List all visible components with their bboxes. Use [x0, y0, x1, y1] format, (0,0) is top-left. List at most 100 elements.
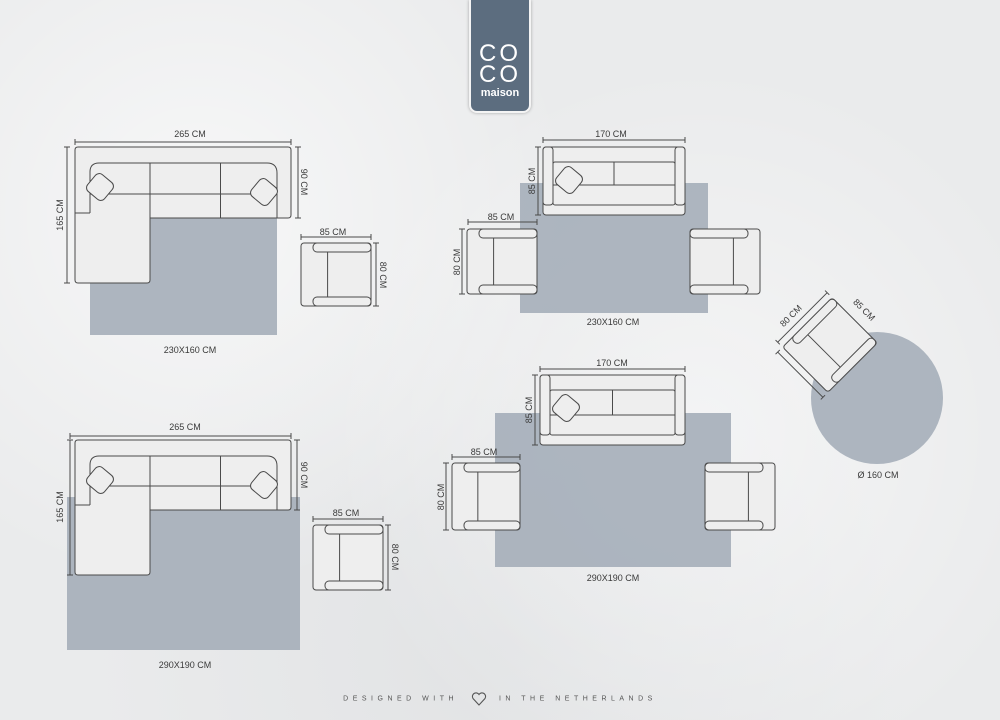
dimension-line [443, 462, 449, 531]
chair-arm [463, 462, 521, 473]
dim-label: 85 CM [527, 168, 537, 195]
dim-label: 90 CM [299, 462, 309, 489]
chair-arm [312, 242, 372, 253]
dimension-line [295, 146, 301, 219]
dim-label: 80 CM [390, 544, 400, 571]
dim-label: 90 CM [299, 169, 309, 196]
armchair [466, 228, 538, 295]
chair-arm [831, 337, 877, 383]
pillow [86, 466, 114, 494]
pillow [552, 394, 580, 422]
coco-maison-logo: CO CO maison [469, 0, 531, 113]
chair-arm [689, 284, 749, 295]
dim-label: 85 CM [524, 397, 534, 424]
sofa-back [89, 162, 278, 218]
dimension-line [294, 439, 300, 511]
chair-arm [324, 524, 384, 535]
chair-arm [324, 580, 384, 591]
dim-label: 85 CM [320, 227, 347, 237]
chair-arm [704, 462, 764, 473]
dimension-line [542, 137, 686, 143]
chair-frame [312, 524, 384, 591]
dimension-line [373, 242, 379, 307]
footer-text: IN THE NETHERLANDS [498, 695, 657, 703]
chair-arm [463, 520, 521, 531]
rugs [67, 183, 943, 650]
dimension-line [451, 454, 521, 460]
armchair [451, 462, 521, 531]
rug-size-label: 230X160 CM [587, 317, 640, 327]
chair-arm [792, 298, 838, 344]
dim-label: 80 CM [452, 249, 462, 276]
dimension-line [74, 139, 292, 145]
dimension-line [69, 433, 292, 439]
dim-label: 80 CM [778, 303, 804, 329]
heart-icon [471, 692, 486, 706]
dim-label: 80 CM [436, 484, 446, 511]
sofa [539, 374, 686, 446]
dim-label: 170 CM [595, 129, 627, 139]
logo-brand: maison [480, 87, 520, 99]
sofa-frame [74, 439, 292, 576]
dimension-line [532, 374, 538, 446]
sofa [542, 146, 686, 216]
dim-label: 85 CM [333, 508, 360, 518]
pillow [555, 166, 583, 194]
line [777, 351, 824, 398]
dim-label: 85 CM [471, 447, 498, 457]
line [775, 349, 781, 355]
line [820, 394, 826, 400]
pillow [250, 471, 278, 499]
chair-arm [478, 228, 538, 239]
dim-label: 265 CM [174, 129, 206, 139]
chair-frame [466, 228, 538, 295]
rug-size-label: 230X160 CM [164, 345, 217, 355]
rug-size-label: 290X190 CM [587, 573, 640, 583]
chair-arm [704, 520, 764, 531]
dimension-line [467, 219, 538, 225]
line [775, 339, 781, 345]
line [777, 292, 828, 343]
seat-line [807, 334, 841, 368]
dim-label: 170 CM [596, 358, 628, 368]
sofa-back [89, 455, 278, 510]
sofa-arm [539, 374, 551, 436]
sofa-arm [542, 146, 554, 206]
furniture [74, 146, 877, 591]
sofa-frame [74, 146, 292, 284]
rug-size-label: Ø 160 CM [857, 470, 898, 480]
dimension-line [539, 366, 686, 372]
rotated-chair-group [775, 290, 877, 400]
dimension-line [775, 349, 826, 400]
dim-label: 165 CM [55, 491, 65, 523]
dim-label: 80 CM [378, 262, 388, 289]
dimension-line [64, 146, 70, 284]
line [824, 290, 830, 296]
dim-label: 85 CM [851, 297, 877, 323]
dimension-line [775, 290, 830, 345]
chair-frame [704, 462, 776, 531]
sofa-arm [674, 374, 686, 436]
armchair [689, 228, 761, 295]
logo-text: CO [479, 40, 521, 67]
chair-frame [451, 462, 521, 531]
dimension-line [459, 228, 465, 295]
chair-arm [689, 228, 749, 239]
corner-sofa [74, 146, 292, 284]
armchair [300, 242, 372, 307]
chair-arm [478, 284, 538, 295]
chair-frame [689, 228, 761, 295]
dim-label: 265 CM [169, 422, 201, 432]
dimension-lines [64, 137, 686, 591]
pillow [86, 173, 114, 201]
dim-label: 85 CM [488, 212, 515, 222]
chair-arm [312, 296, 372, 307]
dimension-line [67, 439, 73, 576]
pillow [250, 178, 278, 206]
dim-label: 165 CM [55, 199, 65, 231]
dimension-line [385, 524, 391, 591]
dimension-line [312, 516, 384, 522]
footer-text: DESIGNED WITH [343, 695, 459, 703]
footer-tagline: DESIGNED WITH IN THE NETHERLANDS [0, 692, 1000, 706]
